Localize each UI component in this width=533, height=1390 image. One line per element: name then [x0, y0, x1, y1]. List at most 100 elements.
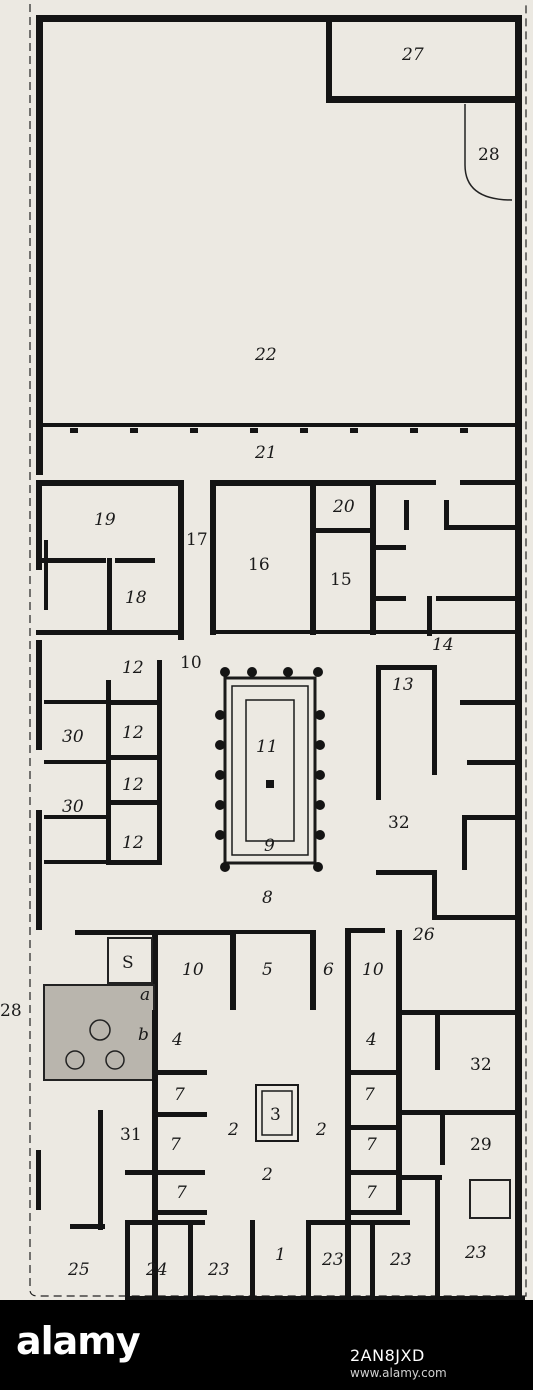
wall-row-top-m — [230, 930, 310, 934]
label-room-3: 3 — [270, 1105, 281, 1125]
label-room-5: 5 — [262, 960, 273, 980]
label-room-10-left: 10 — [182, 960, 204, 980]
column-2 — [247, 667, 257, 677]
wall-left-lower-2 — [36, 640, 42, 750]
label-hall-10: 10 — [180, 653, 202, 673]
label-room-6: 6 — [323, 960, 334, 980]
wall-rb-h4 — [436, 596, 522, 601]
ruin-circle-2 — [65, 1050, 85, 1070]
ruin-circle-1 — [89, 1019, 111, 1041]
impluvium-outer — [255, 1084, 299, 1142]
wall-r32b-v1 — [435, 1010, 440, 1070]
wall-r7-r4 — [345, 1210, 400, 1215]
column-14 — [315, 830, 325, 840]
wall-left-bottom — [36, 1150, 41, 1210]
wall-r12-h3 — [106, 800, 162, 805]
label-room-20: 20 — [332, 497, 355, 517]
wall-r10-left — [152, 930, 158, 1010]
wall-r12-h1 — [106, 700, 162, 705]
wall-r20-bottom — [316, 528, 376, 533]
label-room-12-c: 12 — [122, 775, 144, 795]
wall-r19-right — [178, 480, 184, 640]
wall-r15-right — [370, 480, 376, 635]
column-16 — [313, 862, 323, 872]
label-room-30-a: 30 — [62, 727, 84, 747]
room-s-mark: S — [122, 953, 134, 973]
wall-colonnade — [36, 423, 522, 427]
wall-r30-h4 — [44, 860, 106, 864]
label-room-b: b — [138, 1025, 149, 1045]
wall-r19-bottom-r — [115, 558, 155, 563]
floor-plan-drawing: S 27 28 22 21 19 17 16 20 15 18 10 14 12… — [0, 4, 527, 1300]
image-code: 2AN8JXD — [350, 1346, 425, 1365]
label-room-23-a: 23 — [207, 1260, 230, 1280]
ruin-circle-3 — [105, 1050, 125, 1070]
wall-rb-v3 — [427, 596, 432, 636]
wall-r20-top — [316, 480, 376, 486]
wall-r26 — [436, 915, 522, 920]
label-room-7-r2: 7 — [366, 1135, 377, 1155]
column-15 — [220, 862, 230, 872]
wall-r32-v1 — [462, 815, 467, 870]
wall-rb-v2 — [444, 500, 449, 530]
column-5 — [215, 710, 225, 720]
label-room-31: 31 — [120, 1125, 142, 1145]
label-room-30-b: 30 — [62, 797, 84, 817]
wall-r19-top — [36, 480, 184, 486]
wall-shop-v5 — [370, 1225, 375, 1300]
label-room-24: 24 — [145, 1260, 168, 1280]
label-room-27: 27 — [401, 45, 424, 65]
label-room-7-r1: 7 — [364, 1085, 375, 1105]
wall-r10r-left — [345, 930, 351, 1010]
wall-r32-h3 — [467, 815, 522, 820]
wall-shop-top-l — [125, 1220, 205, 1225]
colonnade-col-8 — [460, 428, 468, 433]
wall-r10r-right — [396, 930, 402, 1010]
label-room-7-r3: 7 — [366, 1183, 377, 1203]
colonnade-col-6 — [350, 428, 358, 433]
wall-left-lower-3 — [36, 810, 42, 930]
wall-shop-v2 — [188, 1220, 193, 1300]
wall-r18-left — [107, 558, 112, 633]
wall-r31-v — [98, 1110, 103, 1230]
wall-bottom — [125, 1296, 525, 1300]
wall-rb-top — [376, 480, 436, 485]
label-room-22: 22 — [254, 345, 277, 365]
label-room-19: 19 — [94, 510, 116, 530]
wall-r27-left — [326, 15, 332, 103]
column-6 — [215, 740, 225, 750]
wall-r4-right-v — [396, 1010, 402, 1215]
wall-shop-v1 — [125, 1220, 130, 1300]
watermark-banner — [0, 1300, 533, 1390]
colonnade-col-1 — [70, 428, 78, 433]
label-room-28-top: 28 — [478, 145, 500, 165]
colonnade-col-5 — [300, 428, 308, 433]
wall-r12-h2 — [106, 755, 162, 760]
wall-r7-l4 — [152, 1210, 207, 1215]
wall-r7-l3 — [125, 1170, 205, 1175]
wall-r27-bottom — [326, 96, 522, 103]
wall-r13-top — [376, 665, 436, 670]
wall-rb-h3 — [444, 525, 522, 530]
wall-r30-h3 — [44, 815, 106, 819]
wall-r19-bottom-l — [36, 558, 106, 563]
label-room-9: 9 — [264, 836, 275, 856]
ruin-area — [43, 984, 155, 1081]
brand-logo: alamy — [16, 1319, 141, 1363]
column-12 — [315, 770, 325, 780]
r29-basin — [469, 1179, 511, 1219]
wall-r32-bottomv — [432, 870, 437, 920]
label-room-7-l3: 7 — [176, 1183, 187, 1203]
column-11 — [315, 740, 325, 750]
wall-r32-h2 — [467, 760, 522, 765]
label-room-10-right: 10 — [362, 960, 384, 980]
wall-left-lower — [36, 480, 42, 570]
label-room-4-left: 4 — [171, 1030, 183, 1050]
wall-rb-h1 — [376, 545, 406, 550]
label-room-32-b: 32 — [470, 1055, 492, 1075]
wall-r31-h — [70, 1224, 105, 1229]
colonnade-col-2 — [130, 428, 138, 433]
colonnade-col-4 — [250, 428, 258, 433]
wall-r16-bottom — [210, 630, 316, 634]
wall-r32b-h1 — [402, 1010, 522, 1015]
